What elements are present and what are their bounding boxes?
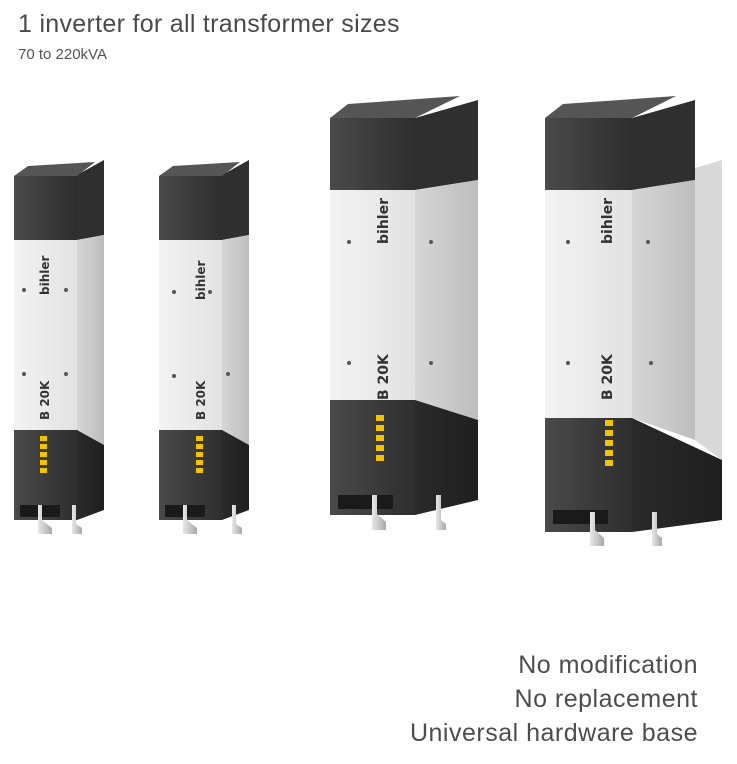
- brand-logo: bihler: [376, 198, 392, 244]
- inverter-unit-4: bihler B 20K: [545, 96, 722, 546]
- page-subtitle: 70 to 220kVA: [18, 46, 107, 63]
- inverter-unit-2: bihler B 20K: [159, 160, 249, 534]
- model-label: B 20K: [600, 353, 616, 400]
- brand-logo: bihler: [600, 198, 616, 244]
- inverter-unit-1: bihler B 20K: [14, 160, 104, 534]
- model-label: B 20K: [194, 380, 208, 420]
- status-led-strip: [196, 436, 203, 473]
- feature-item: No replacement: [514, 685, 698, 713]
- brand-logo: bihler: [194, 261, 208, 300]
- brand-logo: bihler: [38, 256, 52, 295]
- feature-list: No modification No replacement Universal…: [410, 648, 698, 750]
- feature-item: Universal hardware base: [409, 719, 698, 747]
- inverter-unit-3: bihler B 20K: [330, 96, 478, 530]
- status-led-strip: [376, 415, 384, 461]
- page-title: 1 inverter for all transformer sizes: [18, 10, 400, 38]
- status-led-strip: [605, 420, 613, 466]
- status-led-strip: [40, 436, 47, 473]
- model-label: B 20K: [376, 353, 392, 400]
- model-label: B 20K: [38, 380, 52, 420]
- feature-item: No modification: [518, 651, 698, 679]
